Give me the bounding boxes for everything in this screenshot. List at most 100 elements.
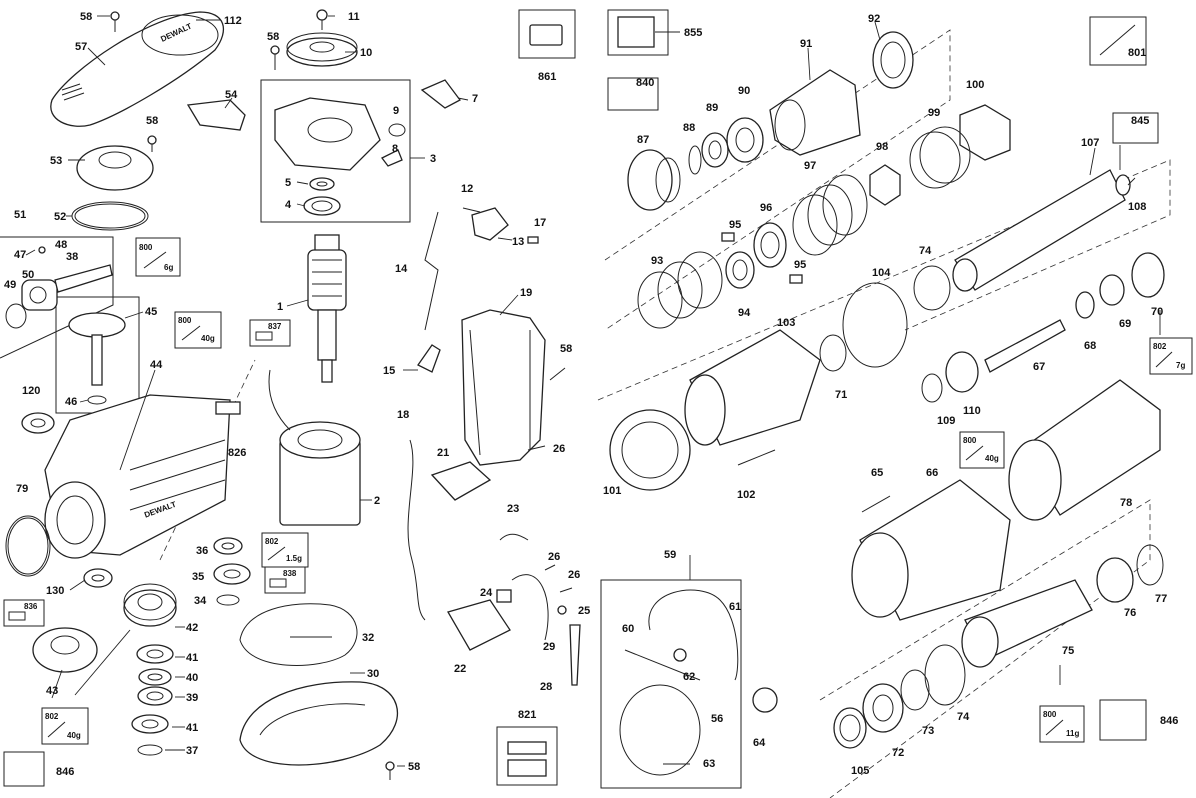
part-71-o-ring [819, 334, 847, 372]
part-53-bearing-cover [76, 145, 154, 191]
group-box-3 [260, 79, 411, 223]
part-801-tool [1089, 16, 1147, 66]
label-46: 46 [65, 396, 77, 408]
part-861-case [518, 9, 576, 59]
part-58-screw-4 [385, 761, 395, 780]
part-840-kit [607, 77, 659, 111]
label-102: 102 [737, 489, 755, 501]
part-89-washer [701, 132, 729, 168]
part-73-o-ring [900, 669, 930, 711]
kit-tag-836: 836 [3, 599, 45, 627]
part-44-housing: DEWALT [44, 394, 231, 559]
label-73: 73 [922, 725, 934, 737]
label-105: 105 [851, 765, 869, 777]
label-840: 840 [636, 77, 654, 89]
label-38: 38 [66, 251, 78, 263]
label-87: 87 [637, 134, 649, 146]
label-48: 48 [55, 239, 67, 251]
part-104-o-ring [842, 282, 908, 368]
part-26-screw-2 [544, 564, 556, 571]
lube-tag-800-40g-2: 800 40g [959, 431, 1005, 469]
label-14: 14 [395, 263, 408, 275]
part-22-module [447, 599, 511, 651]
label-58: 58 [560, 343, 572, 355]
label-50: 50 [22, 269, 34, 281]
lube-tag-800-11g: 800 11g [1039, 705, 1085, 743]
part-5-seal [309, 177, 335, 191]
label-104: 104 [872, 267, 891, 279]
label-95: 95 [729, 219, 741, 231]
dash-guide-upper-right [604, 29, 951, 331]
label-95: 95 [794, 259, 806, 271]
label-88: 88 [683, 122, 695, 134]
label-17: 17 [534, 217, 546, 229]
label-101: 101 [603, 485, 621, 497]
label-826: 826 [228, 447, 246, 459]
part-77-ring [1136, 544, 1164, 586]
label-39: 39 [186, 692, 198, 704]
part-7-bracket [420, 79, 461, 109]
label-24: 24 [480, 587, 493, 599]
kit-code: 837 [268, 322, 282, 331]
part-14-rod [424, 211, 439, 331]
part-93-spring [637, 251, 723, 329]
part-102-bolt [737, 449, 776, 466]
part-41-bearing [136, 644, 174, 664]
label-52: 52 [54, 211, 66, 223]
group-box-51 [0, 236, 114, 359]
lube-weight: 7g [1176, 361, 1185, 370]
part-110-piston [945, 351, 979, 393]
part-855-bag [607, 9, 669, 56]
label-10: 10 [360, 47, 372, 59]
part-58-screw [110, 11, 120, 32]
part-70-piston [1131, 252, 1165, 298]
part-8-clip [381, 149, 403, 167]
part-94-washer [725, 251, 755, 289]
part-97-spring [792, 174, 868, 256]
label-58: 58 [267, 31, 279, 43]
part-846-bag [3, 751, 45, 787]
lube-tag-802-7g: 802 7g [1149, 337, 1193, 375]
lube-weight: 40g [201, 334, 215, 343]
label-57: 57 [75, 41, 87, 53]
label-41: 41 [186, 652, 198, 664]
kit-code: 838 [283, 569, 297, 578]
part-88-ring [688, 145, 702, 175]
label-26: 26 [568, 569, 580, 581]
label-855: 855 [684, 27, 702, 39]
part-29-wires [511, 574, 549, 641]
part-4-ring [303, 196, 341, 216]
label-70: 70 [1151, 306, 1163, 318]
part-3-bearing-housing [274, 97, 381, 171]
label-11: 11 [348, 11, 360, 23]
label-109: 109 [937, 415, 955, 427]
part-34-clip [216, 594, 240, 606]
part-66-motor-housing [851, 479, 1011, 621]
label-846: 846 [1160, 715, 1178, 727]
label-1: 1 [277, 301, 283, 313]
label-13: 13 [512, 236, 524, 248]
part-76-sleeve [1096, 557, 1134, 603]
part-11-screw [316, 9, 328, 30]
label-845: 845 [1131, 115, 1149, 127]
label-5: 5 [285, 177, 291, 189]
dash-guide-lower-right [819, 499, 1151, 798]
lube-tag-802-1.5g: 802 1.5g [261, 532, 309, 568]
part-18-cable [407, 439, 426, 621]
part-108-ring [1115, 174, 1131, 196]
label-36: 36 [196, 545, 208, 557]
label-846: 846 [56, 766, 74, 778]
part-28-cord-protector [569, 624, 581, 686]
part-32-gasket [239, 603, 358, 666]
part-25-screw [557, 605, 567, 615]
part-79-o-ring [5, 515, 51, 577]
label-96: 96 [760, 202, 772, 214]
part-26-screw-3 [559, 587, 573, 593]
part-37-clip [137, 744, 163, 756]
part-42-gear [123, 583, 177, 627]
part-19-handle-housing [461, 309, 546, 466]
part-23-wire [499, 533, 529, 541]
label-108: 108 [1128, 201, 1146, 213]
lube-weight: 6g [164, 263, 173, 272]
